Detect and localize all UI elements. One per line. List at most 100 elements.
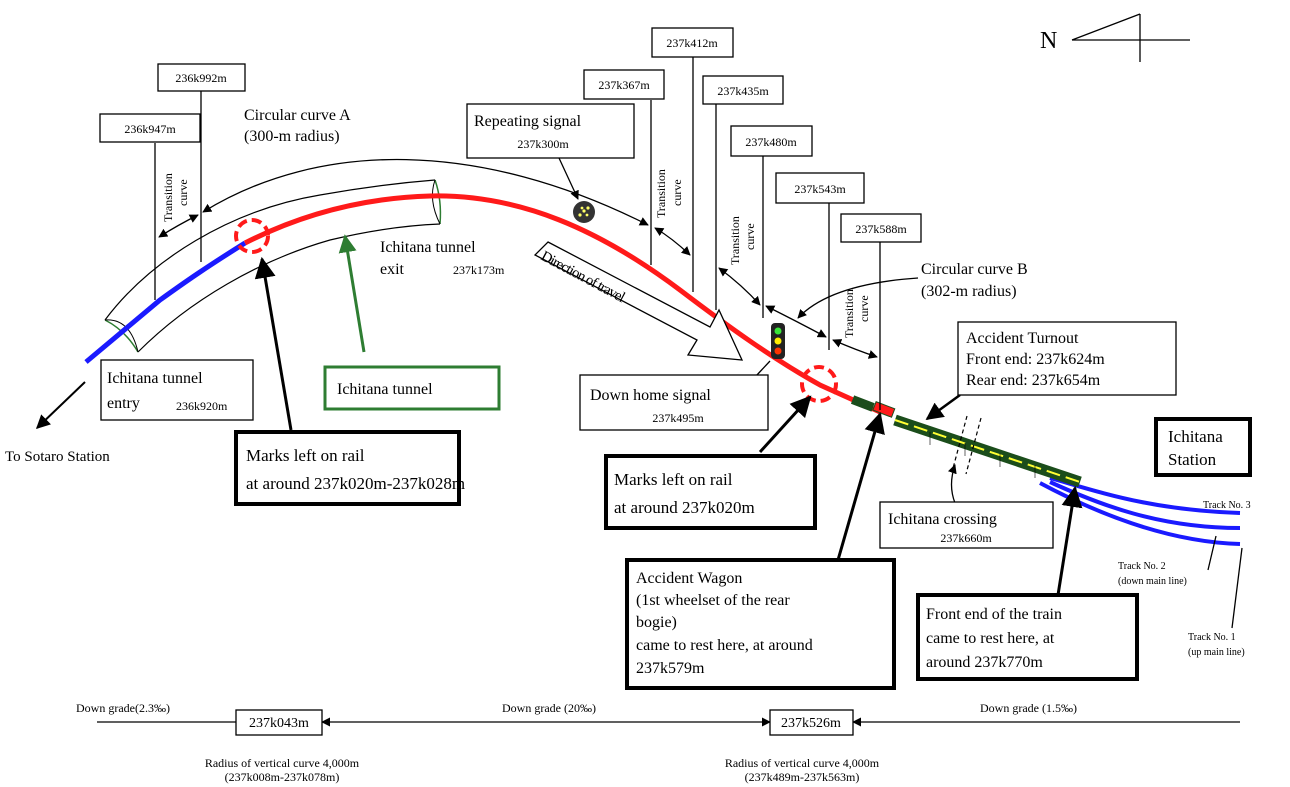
svg-text:exit: exit	[380, 261, 405, 278]
grade-3-label: Down grade (1.5‰)	[980, 701, 1077, 715]
svg-text:237k495m: 237k495m	[652, 411, 704, 425]
to-sotaro-label: To Sotaro Station	[5, 381, 110, 465]
transition-curve-label-4: Transition curve	[842, 289, 871, 338]
svg-text:(300-m radius): (300-m radius)	[244, 128, 340, 145]
grade-2-label: Down grade (20‰)	[502, 701, 596, 715]
svg-text:237k173m: 237k173m	[453, 263, 505, 277]
rail-mark-circle-2	[800, 365, 838, 403]
vertical-curve-2-label: Radius of vertical curve 4,000m	[725, 756, 880, 770]
transition-curve-label-1: Transition curve	[161, 173, 190, 222]
km-post-236k947: 236k947m	[99, 113, 201, 143]
rail-mark-circle-1	[234, 218, 270, 254]
transition-curve-label-2: Transition curve	[654, 169, 684, 218]
circular-curve-b-label: Circular curve B (302-m radius)	[797, 261, 1028, 319]
svg-text:at around 237k020m-237k028m: at around 237k020m-237k028m	[246, 474, 465, 493]
km-post-237k435: 237k435m	[702, 75, 784, 105]
svg-text:Ichitana tunnel: Ichitana tunnel	[107, 370, 203, 387]
svg-text:Marks left on rail: Marks left on rail	[246, 446, 365, 465]
svg-text:Ichitana tunnel: Ichitana tunnel	[380, 239, 476, 256]
svg-text:(237k008m-237k078m): (237k008m-237k078m)	[225, 770, 340, 784]
svg-text:To Sotaro Station: To Sotaro Station	[5, 449, 110, 465]
svg-text:(1st wheelset of the rear: (1st wheelset of the rear	[636, 592, 790, 609]
transition-curve-label-3: Transition curve	[728, 216, 757, 265]
svg-text:entry: entry	[107, 395, 140, 412]
svg-text:Accident Wagon: Accident Wagon	[636, 570, 742, 587]
svg-text:237k579m: 237k579m	[636, 660, 705, 677]
svg-text:curve: curve	[743, 223, 757, 250]
svg-text:237k300m: 237k300m	[517, 137, 569, 151]
circular-curve-a-label: Circular curve A (300-m radius)	[244, 107, 351, 145]
track-3-label: Track No. 3	[1203, 500, 1251, 511]
track-2-label: Track No. 2	[1118, 561, 1166, 572]
svg-text:curve: curve	[670, 179, 684, 206]
accident-turnout-box: Accident Turnout Front end: 237k624m Rea…	[925, 321, 1177, 421]
svg-text:Transition: Transition	[842, 289, 856, 338]
svg-text:Station: Station	[1168, 450, 1217, 469]
svg-text:236k920m: 236k920m	[176, 399, 228, 413]
km-post-236k992: 236k992m	[157, 63, 246, 92]
accident-wagon-box: Accident Wagon (1st wheelset of the rear…	[625, 411, 896, 690]
station-box: Ichitana Station	[1154, 417, 1252, 477]
front-end-box: Front end of the train came to rest here…	[916, 485, 1139, 681]
svg-text:came to rest here, at around: came to rest here, at around	[636, 637, 813, 654]
svg-text:237k660m: 237k660m	[940, 531, 992, 545]
crossing-marker	[951, 415, 982, 475]
svg-text:Circular curve A: Circular curve A	[244, 107, 351, 124]
km-post-237k412: 237k412m	[651, 27, 734, 58]
tunnel-name-box: Ichitana tunnel	[323, 234, 501, 411]
svg-text:(302-m radius): (302-m radius)	[921, 283, 1017, 300]
svg-text:curve: curve	[857, 295, 871, 322]
north-label: N	[1040, 28, 1057, 54]
km-post-237k543: 237k543m	[775, 172, 865, 204]
marks-left-box-1: Marks left on rail at around 237k020m-23…	[234, 256, 465, 506]
crossing-box: Ichitana crossing 237k660m	[879, 464, 1054, 549]
svg-text:curve: curve	[176, 179, 190, 206]
svg-text:(up main line): (up main line)	[1188, 647, 1245, 658]
svg-text:Front end: 237k624m: Front end: 237k624m	[966, 351, 1105, 368]
svg-text:around 237k770m: around 237k770m	[926, 654, 1043, 671]
svg-text:Circular curve B: Circular curve B	[921, 261, 1028, 278]
tunnel-entry-box: Ichitana tunnel entry 236k920m	[100, 359, 254, 421]
svg-text:Transition: Transition	[654, 169, 668, 218]
curve-span-arrows	[158, 158, 878, 359]
svg-text:237k480m: 237k480m	[745, 135, 797, 149]
svg-text:Repeating signal: Repeating signal	[474, 113, 582, 130]
track-1-label: Track No. 1	[1188, 632, 1236, 643]
svg-text:236k947m: 236k947m	[124, 122, 176, 136]
svg-text:bogie): bogie)	[636, 614, 677, 631]
repeating-signal-box: Repeating signal 237k300m	[466, 103, 635, 200]
svg-text:(237k489m-237k563m): (237k489m-237k563m)	[745, 770, 860, 784]
svg-text:at around 237k020m: at around 237k020m	[614, 498, 755, 517]
track-labels: Track No. 3 Track No. 2 (down main line)…	[1118, 500, 1251, 658]
grade-km-2: 237k526m	[781, 716, 841, 731]
svg-text:Ichitana: Ichitana	[1168, 427, 1223, 446]
marks-left-box-2: Marks left on rail at around 237k020m	[604, 395, 817, 530]
down-home-signal-box: Down home signal 237k495m	[579, 360, 771, 431]
north-arrow-icon: N	[1040, 13, 1190, 62]
svg-text:Front end of the train: Front end of the train	[926, 606, 1062, 623]
svg-text:Ichitana tunnel: Ichitana tunnel	[337, 381, 433, 398]
svg-text:Ichitana crossing: Ichitana crossing	[888, 511, 997, 528]
vertical-curve-1-label: Radius of vertical curve 4,000m	[205, 756, 360, 770]
svg-text:Down home signal: Down home signal	[590, 387, 711, 404]
grade-profile: 237k043m 237k526m Down grade(2.3‰) Down …	[76, 701, 1240, 784]
repeating-signal-icon	[573, 201, 595, 223]
svg-text:236k992m: 236k992m	[175, 71, 227, 85]
km-post-lines	[154, 56, 881, 410]
down-home-signal-icon	[771, 323, 785, 359]
svg-text:237k543m: 237k543m	[794, 182, 846, 196]
tunnel-exit-label: Ichitana tunnel exit 237k173m	[376, 232, 531, 292]
svg-text:Transition: Transition	[161, 173, 175, 222]
train-cars	[850, 395, 1082, 488]
svg-text:237k412m: 237k412m	[666, 36, 718, 50]
grade-km-1: 237k043m	[249, 716, 309, 731]
svg-text:237k367m: 237k367m	[598, 78, 650, 92]
svg-text:Transition: Transition	[728, 216, 742, 265]
km-post-237k480: 237k480m	[730, 125, 813, 157]
km-post-237k588: 237k588m	[840, 213, 922, 243]
svg-text:Accident Turnout: Accident Turnout	[966, 330, 1079, 347]
grade-1-label: Down grade(2.3‰)	[76, 701, 170, 715]
svg-text:237k588m: 237k588m	[855, 222, 907, 236]
svg-text:Marks left on rail: Marks left on rail	[614, 470, 733, 489]
